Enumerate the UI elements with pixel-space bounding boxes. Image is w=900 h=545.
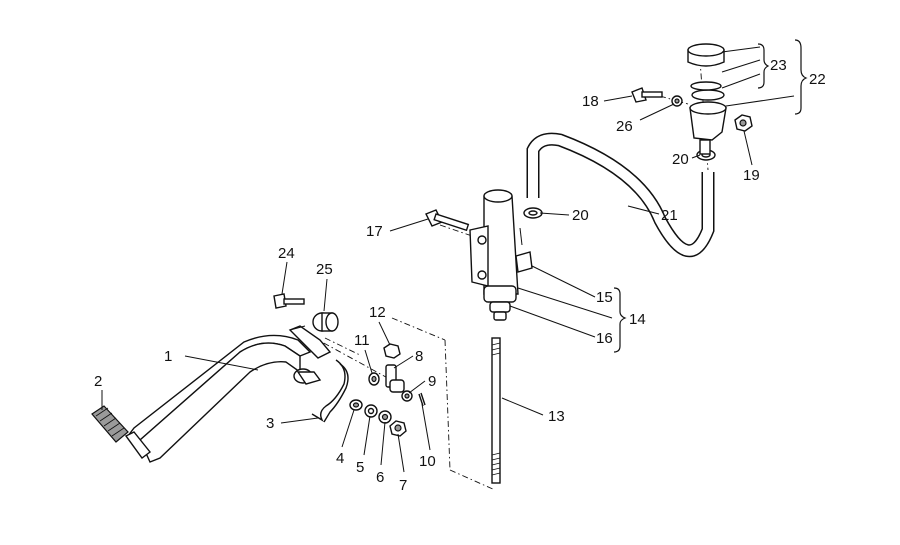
pin-11 <box>368 372 380 386</box>
footpeg-rubber <box>91 405 151 459</box>
callout-10: 10 <box>419 453 436 470</box>
washer-5 <box>364 404 378 418</box>
callout-23: 23 <box>770 57 787 74</box>
callout-15: 15 <box>596 289 613 306</box>
callout-13: 13 <box>548 408 565 425</box>
callout-22: 22 <box>809 71 826 88</box>
leader-lines <box>101 46 795 473</box>
callout-21: 21 <box>661 207 678 224</box>
reservoir <box>687 43 727 155</box>
bolt-24 <box>273 293 305 309</box>
callout-12: 12 <box>369 304 386 321</box>
callout-16: 16 <box>596 330 613 347</box>
callout-17: 17 <box>366 223 383 240</box>
nut-19 <box>734 114 753 132</box>
clevis-8 <box>385 364 405 393</box>
return-spring <box>311 359 349 423</box>
callout-6: 6 <box>376 469 384 486</box>
callout-26: 26 <box>616 118 633 135</box>
callout-25: 25 <box>316 261 333 278</box>
hose-clamp-20a <box>523 207 543 219</box>
callout-20-upper: 20 <box>672 151 689 168</box>
fluid-hose <box>526 132 715 257</box>
bolt-18 <box>631 87 663 103</box>
callout-2: 2 <box>94 373 102 390</box>
callout-14: 14 <box>629 311 646 328</box>
callout-labels: 1 2 3 4 5 6 7 8 9 10 11 12 13 14 15 16 1… <box>94 57 826 494</box>
callout-7: 7 <box>399 477 407 494</box>
nut-12 <box>383 343 401 359</box>
callout-3: 3 <box>266 415 274 432</box>
callout-9: 9 <box>428 373 436 390</box>
master-cylinder <box>469 189 533 321</box>
brake-pedal-lever <box>126 325 332 463</box>
callout-19: 19 <box>743 167 760 184</box>
washer-6 <box>378 410 392 424</box>
bushing-25 <box>312 312 339 332</box>
callout-11: 11 <box>354 332 370 349</box>
callout-18: 18 <box>582 93 599 110</box>
callout-5: 5 <box>356 459 364 476</box>
grouping-braces <box>613 39 808 353</box>
callout-1: 1 <box>164 348 172 365</box>
callout-4: 4 <box>336 450 344 467</box>
nut-7 <box>389 420 407 437</box>
bolt-17 <box>425 209 470 232</box>
washer-26 <box>671 95 683 107</box>
callout-24: 24 <box>278 245 295 262</box>
washer-4 <box>349 399 363 411</box>
callout-8: 8 <box>415 348 423 365</box>
callout-20-lower: 20 <box>572 207 589 224</box>
push-rod <box>491 337 501 484</box>
washer-9 <box>401 390 413 402</box>
